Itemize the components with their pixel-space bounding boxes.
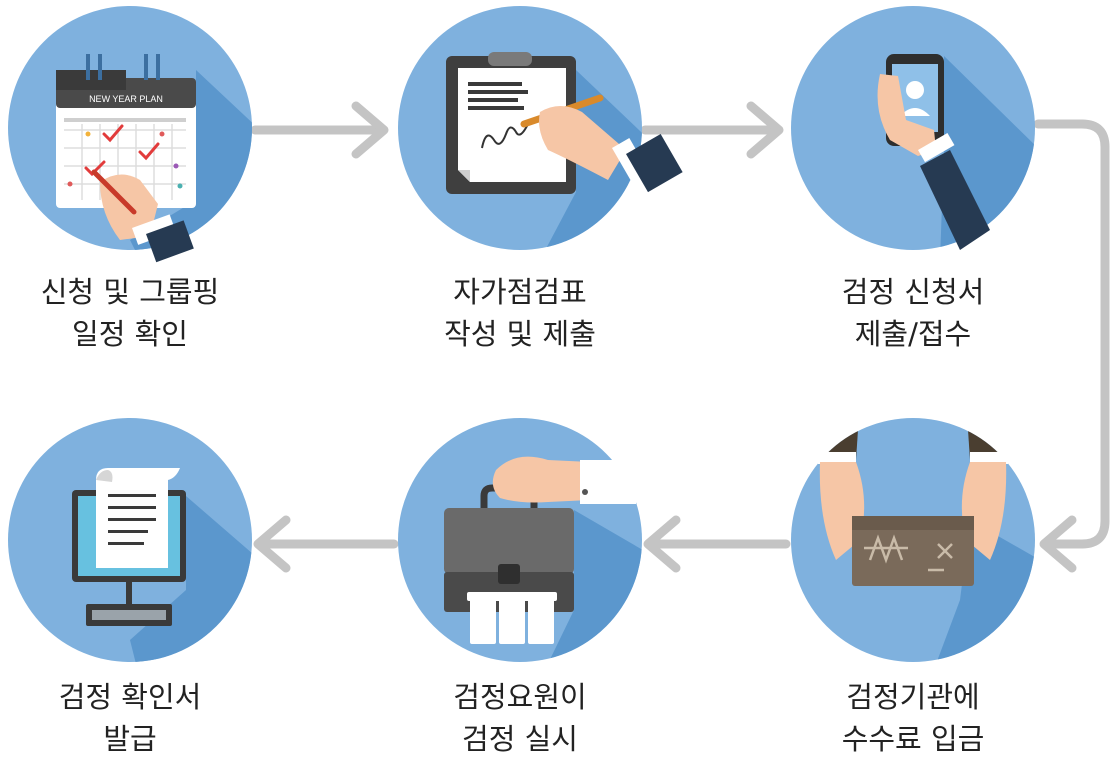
step-2-label-line1: 자가점검표 bbox=[453, 275, 587, 309]
money-payment-icon bbox=[818, 430, 1008, 586]
arrow-step4-to-step5 bbox=[643, 515, 791, 573]
step-4-label-line2: 수수료 입금 bbox=[841, 722, 985, 756]
briefcase-inspection-icon bbox=[444, 456, 636, 644]
step-2-label-line2: 작성 및 제출 bbox=[444, 317, 596, 351]
step-3-label: 검정 신청서 제출/접수 bbox=[783, 271, 1043, 355]
step-4-circle bbox=[791, 418, 1035, 662]
arrow-step1-to-step2 bbox=[250, 101, 389, 159]
step-1-label-line1: 신청 및 그룹핑 bbox=[40, 275, 220, 309]
step-3-label-line1: 검정 신청서 bbox=[841, 275, 985, 309]
smartphone-call-icon bbox=[877, 54, 990, 250]
step-6-label-line2: 발급 bbox=[103, 722, 157, 756]
certificate-monitor-icon bbox=[72, 468, 186, 626]
step-3-label-line2: 제출/접수 bbox=[854, 317, 972, 351]
step-4-label-line1: 검정기관에 bbox=[846, 680, 980, 714]
step-6-label: 검정 확인서 발급 bbox=[0, 676, 260, 760]
step-6-label-line1: 검정 확인서 bbox=[58, 680, 202, 714]
step-1-label-line2: 일정 확인 bbox=[72, 317, 188, 351]
step-2-label: 자가점검표 작성 및 제출 bbox=[390, 271, 650, 355]
step-5-circle bbox=[398, 418, 642, 662]
arrow-step3-to-step4 bbox=[1033, 119, 1110, 573]
step-5-label: 검정요원이 검정 실시 bbox=[390, 676, 650, 760]
clipboard-signature-icon bbox=[446, 52, 683, 194]
calendar-plan-icon: NEW YEAR PLAN bbox=[56, 54, 196, 263]
step-1-label: 신청 및 그룹핑 일정 확인 bbox=[0, 271, 260, 355]
calendar-title: NEW YEAR PLAN bbox=[89, 94, 163, 104]
step-6-circle bbox=[8, 418, 252, 662]
arrow-step5-to-step6 bbox=[253, 515, 399, 573]
arrow-step2-to-step3 bbox=[640, 101, 784, 159]
step-5-label-line2: 검정 실시 bbox=[462, 722, 578, 756]
step-5-label-line1: 검정요원이 bbox=[453, 680, 587, 714]
step-2-circle bbox=[398, 6, 683, 250]
step-3-circle bbox=[791, 6, 1035, 250]
step-1-circle: NEW YEAR PLAN bbox=[8, 6, 252, 263]
step-4-label: 검정기관에 수수료 입금 bbox=[783, 676, 1043, 760]
